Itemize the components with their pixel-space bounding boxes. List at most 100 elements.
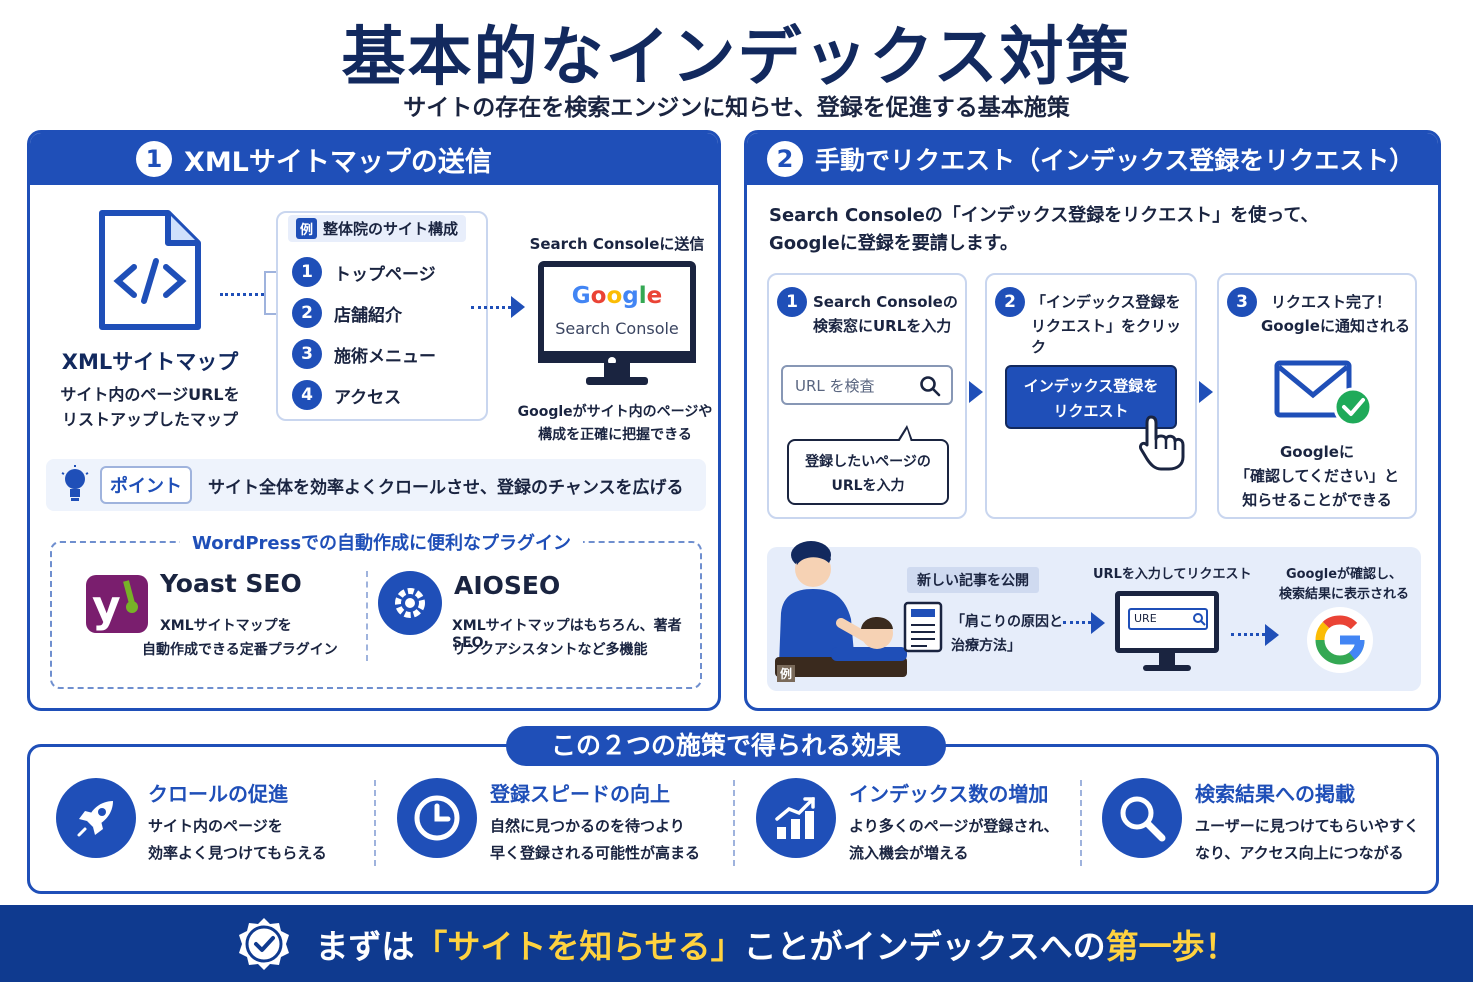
effect-desc-3a: より多くのページが登録され、: [849, 817, 1059, 835]
mail-check-icon: [1273, 359, 1373, 433]
effect-desc-1a: サイト内のページを: [148, 817, 283, 835]
page-num: 1: [292, 257, 322, 287]
page-item: 2 店舗紹介: [292, 298, 436, 328]
page-num: 4: [292, 380, 322, 410]
step-1-line-1: Search Consoleの: [813, 293, 958, 311]
effect-desc-4b: なり、アクセス向上につながる: [1195, 844, 1404, 862]
send-arrow-line: [471, 306, 511, 309]
step-card-2: 2 「インデックス登録を リクエスト」をクリック インデックス登録を リクエスト: [985, 273, 1197, 519]
chart-icon: [756, 778, 836, 858]
page-item: 3 施術メニュー: [292, 339, 436, 369]
step-3-desc-3: 知らせることができる: [1242, 491, 1392, 509]
section2-intro-1: Search Consoleの「インデックス登録をリクエスト」を使って、: [769, 205, 1319, 226]
monitor-desc-2: 構成を正確に把握できる: [538, 427, 692, 443]
step-1-line-2: 検索窓にURLを入力: [813, 317, 952, 335]
search-icon: [1102, 778, 1182, 858]
step-num-2: 2: [995, 287, 1025, 317]
footer-part-4: 第一歩！: [1105, 926, 1238, 966]
page-label: アクセス: [334, 387, 402, 408]
plugin-name-yoast: Yoast SEO: [160, 569, 302, 598]
page-label: 施術メニュー: [334, 346, 436, 367]
section-manual-request: 2 手動でリクエスト（インデックス登録をリクエスト） Search Consol…: [744, 130, 1441, 711]
plugin-desc-aioseo-2: リンクアシスタントなど多機能: [452, 642, 648, 658]
flow-arrow-2-head: [1265, 624, 1279, 646]
plugin-desc-yoast-1: XMLサイトマップを: [160, 618, 292, 634]
request-button-line-2: リクエスト: [1053, 402, 1129, 420]
enter-url-label: URLを入力してリクエスト: [1093, 567, 1252, 582]
footer-part-1: まずは: [315, 926, 415, 966]
sitemap-desc-2: リストアップしたマップ: [61, 410, 238, 429]
xml-file-icon: [96, 209, 204, 337]
search-console-monitor: Google Search Console: [538, 261, 696, 393]
monitor-desc-1: Googleがサイト内のページや: [517, 404, 713, 420]
small-monitor: URE: [1115, 591, 1219, 677]
connector-bracket: [264, 271, 276, 315]
section1-number: 1: [136, 141, 172, 177]
google-logo-text: Google: [571, 283, 663, 309]
url-bubble: 登録したいページの URLを入力: [787, 425, 949, 505]
lightbulb-icon: [60, 465, 90, 505]
effect-desc-2a: 自然に見つかるのを待つより: [490, 817, 685, 835]
example-badge: 例: [296, 218, 318, 239]
footer-banner: まずは 「サイトを知らせる」 ことがインデックスへの 第一歩！: [0, 905, 1473, 982]
page-item: 1 トップページ: [292, 257, 436, 287]
clock-icon: [397, 778, 477, 858]
section2-header: 2 手動でリクエスト（インデックス登録をリクエスト）: [747, 133, 1438, 185]
example-header: 例 整体院のサイト構成: [288, 215, 467, 242]
page-subtitle: サイトの存在を検索エンジンに知らせ、登録を促進する基本施策: [403, 95, 1070, 121]
check-badge-icon: [235, 915, 293, 973]
step-num-3: 3: [1227, 287, 1257, 317]
effect-divider-3: [1080, 780, 1082, 866]
plugin-name-aioseo: AIOSEO: [454, 571, 561, 600]
step-3-line-1: リクエスト完了！: [1271, 293, 1392, 311]
section1-title: XMLサイトマップの送信: [184, 146, 492, 178]
plugin-desc-aioseo-1: XMLサイトマップはもちろん、著者SEO·: [452, 618, 682, 651]
flow-arrow-1-head: [1091, 612, 1105, 634]
flow-example-badge: 例: [777, 665, 796, 682]
point-bar: ポイント サイト全体を効率よくクロールさせ、登録のチャンスを広げる: [46, 459, 706, 511]
connector-dots: [220, 293, 264, 296]
example-site-structure: 例 整体院のサイト構成 1 トップページ 2 店舗紹介 3 施術メニュー 4 ア…: [276, 211, 488, 421]
step-3-desc-1: Googleに: [1280, 443, 1354, 461]
step-2-line-2: リクエスト」をクリック: [1031, 317, 1182, 356]
point-text: サイト全体を効率よくクロールさせ、登録のチャンスを広げる: [208, 477, 684, 498]
url-search-input[interactable]: URL を検査: [781, 365, 953, 405]
search-console-text: Search Console: [555, 319, 679, 338]
url-search-placeholder: URL を検査: [795, 376, 875, 395]
hand-cursor-icon: [1137, 413, 1187, 477]
page-num: 3: [292, 339, 322, 369]
small-search-icon: [1193, 613, 1206, 626]
bubble-line-2: URLを入力: [831, 478, 905, 494]
effect-title-4: 検索結果への掲載: [1195, 782, 1355, 806]
point-badge: ポイント: [100, 466, 192, 504]
page-num: 2: [292, 298, 322, 328]
step-arrow-2: [1199, 381, 1213, 403]
effect-title-2: 登録スピードの向上: [490, 782, 670, 806]
sitemap-label: XMLサイトマップ: [61, 350, 239, 374]
bubble-line-1: 登録したいページの: [805, 454, 931, 470]
step-card-3: 3 リクエスト完了！ Googleに通知される Googleに 「確認してくださ…: [1217, 273, 1417, 519]
page-item: 4 アクセス: [292, 380, 436, 410]
search-icon: [919, 375, 941, 401]
plugin-desc-yoast-2: 自動作成できる定番プラグイン: [142, 642, 338, 658]
small-monitor-url: URE: [1128, 608, 1208, 630]
step-arrow-1: [969, 381, 983, 403]
flow-arrow-2-line: [1231, 633, 1265, 636]
practitioner-illustration: [771, 539, 911, 689]
page-label: 店舗紹介: [334, 305, 402, 326]
section-xml-sitemap: 1 XMLサイトマップの送信 XMLサイトマップ サイト内のページURLを リス…: [27, 130, 721, 711]
effect-desc-4a: ユーザーに見つけてもらいやすく: [1195, 817, 1419, 835]
step-3-line-2: Googleに通知される: [1261, 317, 1410, 335]
effects-title: この２つの施策で得られる効果: [506, 726, 946, 766]
section2-title: 手動でリクエスト（インデックス登録をリクエスト）: [815, 146, 1415, 175]
footer-part-2: 「サイトを知らせる」: [414, 926, 744, 966]
step-3-desc-2: 「確認してください」と: [1234, 467, 1400, 485]
footer-part-3: ことがインデックスへの: [743, 926, 1106, 966]
plugins-title: WordPressでの自動作成に便利なプラグイン: [180, 529, 584, 555]
page-label: トップページ: [334, 264, 436, 285]
page-list: 1 トップページ 2 店舗紹介 3 施術メニュー 4 アクセス: [292, 257, 436, 410]
send-arrow-head: [511, 296, 525, 318]
section2-intro-2: Googleに登録を要請します。: [769, 233, 1018, 254]
article-title-1: 「肩こりの原因と: [951, 614, 1063, 630]
step-card-1: 1 Search Consoleの 検索窓にURLを入力 URL を検査 登録し…: [767, 273, 967, 519]
